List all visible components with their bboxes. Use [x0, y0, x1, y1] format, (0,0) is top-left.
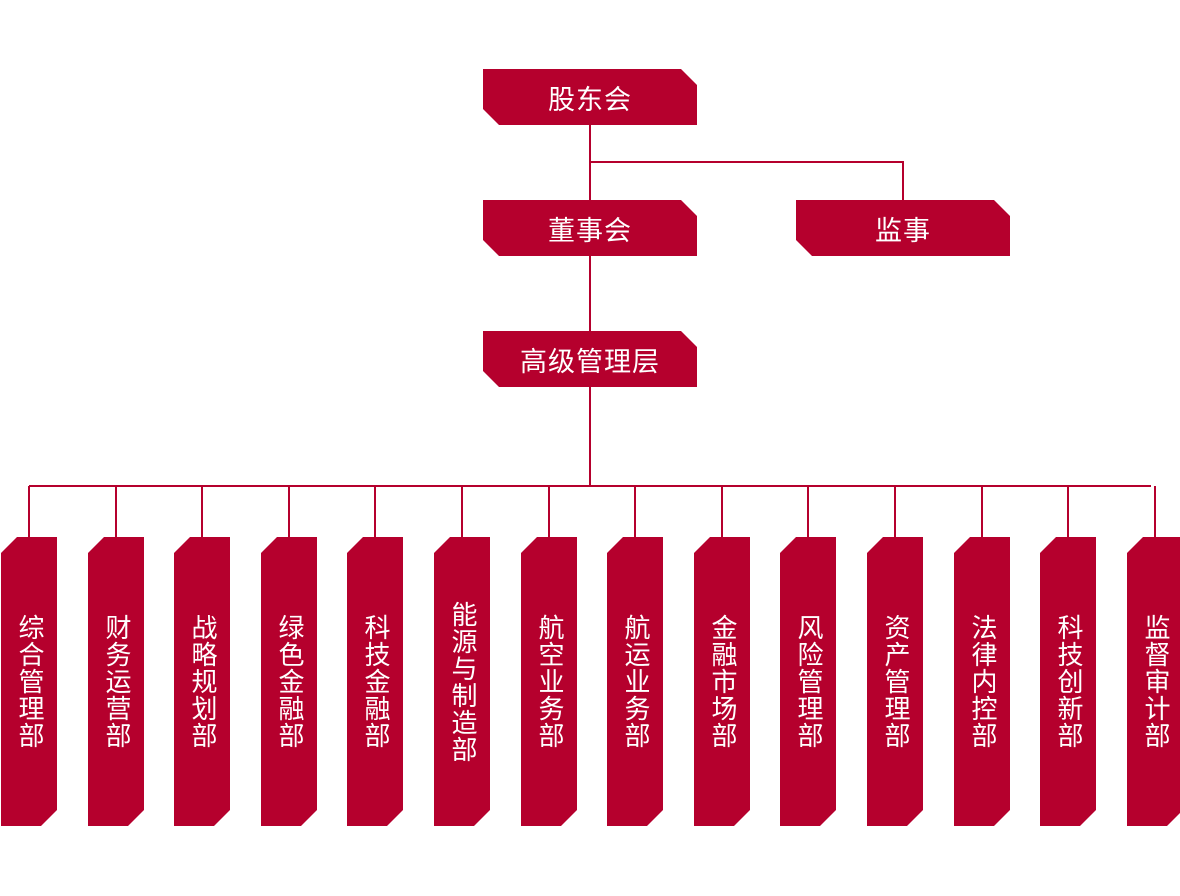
department-label: 资产管理部: [880, 614, 910, 749]
department-label: 财务运营部: [101, 614, 131, 749]
management-label: 高级管理层: [520, 346, 660, 378]
department-label: 科技金融部: [360, 614, 390, 749]
department-label: 航空业务部: [534, 614, 564, 749]
department-node: 战略规划部: [174, 537, 230, 826]
shareholders-node: 股东会: [483, 69, 697, 125]
supervisor-node: 监事: [796, 200, 1010, 256]
department-node: 财务运营部: [88, 537, 144, 826]
management-node: 高级管理层: [483, 331, 697, 387]
department-label: 金融市场部: [707, 614, 737, 749]
department-label: 绿色金融部: [274, 614, 304, 749]
department-node: 科技创新部: [1040, 537, 1096, 826]
supervisor-label: 监事: [875, 215, 931, 247]
department-label: 综合管理部: [14, 614, 44, 749]
department-node: 风险管理部: [780, 537, 836, 826]
department-node: 法律内控部: [954, 537, 1010, 826]
department-node: 综合管理部: [1, 537, 57, 826]
department-label: 法律内控部: [967, 614, 997, 749]
department-node: 航运业务部: [607, 537, 663, 826]
department-node: 能源与制造部: [434, 537, 490, 826]
department-node: 航空业务部: [521, 537, 577, 826]
department-label: 航运业务部: [620, 614, 650, 749]
department-node: 金融市场部: [694, 537, 750, 826]
department-label: 能源与制造部: [447, 600, 477, 763]
board-label: 董事会: [548, 215, 632, 247]
shareholders-label: 股东会: [548, 84, 632, 116]
department-node: 科技金融部: [347, 537, 403, 826]
department-label: 科技创新部: [1053, 614, 1083, 749]
department-label: 风险管理部: [793, 614, 823, 749]
connector-shareholders-supervisor: [590, 161, 904, 200]
department-label: 战略规划部: [187, 614, 217, 749]
department-node: 监督审计部: [1127, 537, 1180, 826]
department-node: 资产管理部: [867, 537, 923, 826]
department-node: 绿色金融部: [261, 537, 317, 826]
board-node: 董事会: [483, 200, 697, 256]
department-label: 监督审计部: [1140, 614, 1170, 749]
